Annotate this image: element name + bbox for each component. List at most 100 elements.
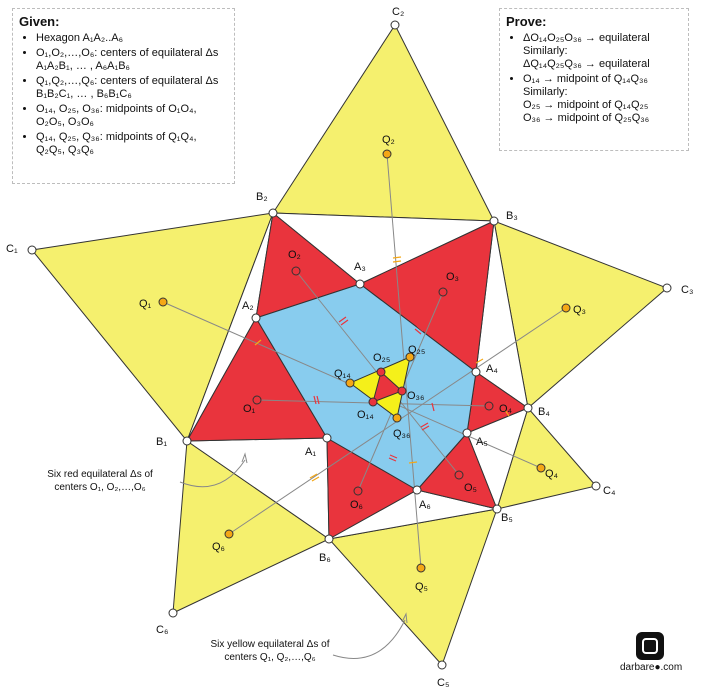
point-b5 bbox=[492, 504, 502, 514]
red-triangles bbox=[186, 212, 530, 540]
point-c5 bbox=[437, 660, 447, 670]
label-q25: Q₂₅ bbox=[408, 344, 425, 356]
label-a6: A₆ bbox=[419, 499, 431, 511]
tick-marks bbox=[254, 256, 510, 482]
given-title: Given: bbox=[19, 14, 60, 29]
label-o36: O₃₆ bbox=[407, 390, 424, 402]
logo-icon bbox=[636, 632, 664, 660]
label-o25: O₂₅ bbox=[373, 352, 390, 364]
label-c4: C₄ bbox=[603, 485, 616, 497]
point-c2 bbox=[390, 20, 400, 30]
label-q14: Q₁₄ bbox=[334, 368, 351, 380]
point-q6 bbox=[224, 529, 234, 539]
point-b3 bbox=[489, 216, 499, 226]
point-q2 bbox=[382, 149, 392, 159]
label-b5: B₅ bbox=[501, 512, 513, 524]
point-q5 bbox=[416, 563, 426, 573]
yellow-triangles bbox=[31, 23, 668, 666]
label-q4: Q₄ bbox=[545, 468, 559, 480]
given-item: Hexagon A₁A₂..A₆ bbox=[36, 32, 228, 45]
point-a2 bbox=[251, 313, 261, 323]
label-b4: B₄ bbox=[538, 406, 550, 418]
point-q3 bbox=[561, 303, 571, 313]
yellow-triangles-note: Six yellow equilateral Δs of centers Q₁,… bbox=[210, 639, 330, 663]
point-a1 bbox=[322, 433, 332, 443]
label-c5: C₅ bbox=[437, 677, 449, 689]
point-q25 bbox=[405, 352, 415, 362]
label-o6: O₆ bbox=[350, 499, 363, 511]
point-o3 bbox=[438, 287, 448, 297]
label-b1: B₁ bbox=[156, 436, 167, 448]
point-o14 bbox=[368, 397, 378, 407]
given-item: Q₁,Q₂,…,Q₆: centers of equilateral Δs B₁… bbox=[36, 75, 228, 101]
given-item: O₁,O₂,…,O₆: centers of equilateral Δs A₁… bbox=[36, 47, 228, 73]
point-a3 bbox=[355, 279, 365, 289]
label-a4: A₄ bbox=[486, 363, 498, 375]
point-a5 bbox=[462, 428, 472, 438]
prove-item: ΔO₁₄O₂₅O₃₆ → equilateral Similarly: ΔQ₁₄… bbox=[523, 32, 682, 71]
label-c1: C₁ bbox=[6, 243, 18, 255]
point-q1 bbox=[158, 297, 168, 307]
note-arrows bbox=[179, 452, 408, 659]
label-c6: C₆ bbox=[156, 624, 168, 636]
point-b1 bbox=[182, 436, 192, 446]
o-triangle bbox=[372, 371, 403, 403]
label-o4: O₄ bbox=[499, 403, 513, 415]
label-b6: B₆ bbox=[319, 552, 331, 564]
point-b4 bbox=[523, 403, 533, 413]
prove-title: Prove: bbox=[506, 14, 547, 29]
given-item: O₁₄, O₂₅, O₃₆: midpoints of O₁O₄, O₂O₅, … bbox=[36, 103, 228, 129]
point-c3 bbox=[662, 283, 672, 293]
given-box: Given: Hexagon A₁A₂..A₆ O₁,O₂,…,O₆: cent… bbox=[12, 8, 235, 184]
label-c3: C₃ bbox=[681, 284, 693, 296]
prove-item-main: O₁₄ → midpoint of Q₁₄Q₃₆ bbox=[523, 73, 648, 85]
label-a5: A₅ bbox=[476, 436, 488, 448]
prove-item-extra: ΔQ₁₄Q₂₅Q₃₆ → equilateral bbox=[523, 58, 650, 70]
yellow-triangle-2 bbox=[272, 23, 495, 222]
point-c4 bbox=[591, 481, 601, 491]
prove-item-extra: O₃₆ → midpoint of Q₂₅Q₃₆ bbox=[523, 112, 650, 124]
label-q3: Q₃ bbox=[573, 304, 586, 316]
points bbox=[27, 20, 672, 670]
point-o1 bbox=[252, 395, 262, 405]
label-o2: O₂ bbox=[288, 249, 301, 261]
point-o4 bbox=[484, 401, 494, 411]
prove-box: Prove: ΔO₁₄O₂₅O₃₆ → equilateral Similarl… bbox=[499, 8, 689, 151]
red-triangles-note: Six red equilateral Δs of centers O₁, O₂… bbox=[47, 469, 153, 493]
point-c6 bbox=[168, 608, 178, 618]
prove-item-extra: Similarly: bbox=[523, 86, 568, 98]
label-q36: Q₃₆ bbox=[393, 428, 410, 440]
prove-item-main: ΔO₁₄O₂₅O₃₆ → equilateral bbox=[523, 32, 650, 44]
given-item: Q₁₄, Q₂₅, Q₃₆: midpoints of Q₁Q₄, Q₂Q₅, … bbox=[36, 131, 228, 157]
label-o1: O₁ bbox=[243, 403, 256, 415]
label-a3: A₃ bbox=[354, 261, 366, 273]
point-b6 bbox=[324, 534, 334, 544]
prove-item-extra: Similarly: bbox=[523, 45, 568, 57]
label-c2: C₂ bbox=[392, 6, 404, 18]
point-o2 bbox=[291, 266, 301, 276]
point-labels: A₁ A₂ A₃ A₄ A₅ A₆ B₁ B₂ B₃ B₄ B₅ B₆ C₁ C₂ C₃ C₄ C₅ C₆ O₁ O₂… bbox=[6, 6, 693, 689]
point-q36 bbox=[392, 413, 402, 423]
label-b3: B₃ bbox=[506, 210, 518, 222]
logo-text: darbare●.com bbox=[620, 662, 683, 673]
label-q5: Q₅ bbox=[415, 581, 428, 593]
label-a1: A₁ bbox=[305, 446, 316, 458]
point-o36 bbox=[397, 386, 407, 396]
point-a4 bbox=[471, 367, 481, 377]
label-q1: Q₁ bbox=[139, 298, 152, 310]
label-q6: Q₆ bbox=[212, 541, 225, 553]
label-a2: A₂ bbox=[242, 300, 254, 312]
point-q14 bbox=[345, 378, 355, 388]
prove-item-extra: O₂₅ → midpoint of Q₁₄Q₂₅ bbox=[523, 99, 649, 111]
point-q4 bbox=[536, 463, 546, 473]
point-o5 bbox=[454, 470, 464, 480]
label-o3: O₃ bbox=[446, 271, 459, 283]
label-b2: B₂ bbox=[256, 191, 268, 203]
label-o5: O₅ bbox=[464, 482, 477, 494]
label-o14: O₁₄ bbox=[357, 409, 374, 421]
point-o6 bbox=[353, 486, 363, 496]
point-c1 bbox=[27, 245, 37, 255]
point-o25 bbox=[376, 367, 386, 377]
point-a6 bbox=[412, 485, 422, 495]
prove-item: O₁₄ → midpoint of Q₁₄Q₃₆ Similarly: O₂₅ … bbox=[523, 73, 682, 125]
